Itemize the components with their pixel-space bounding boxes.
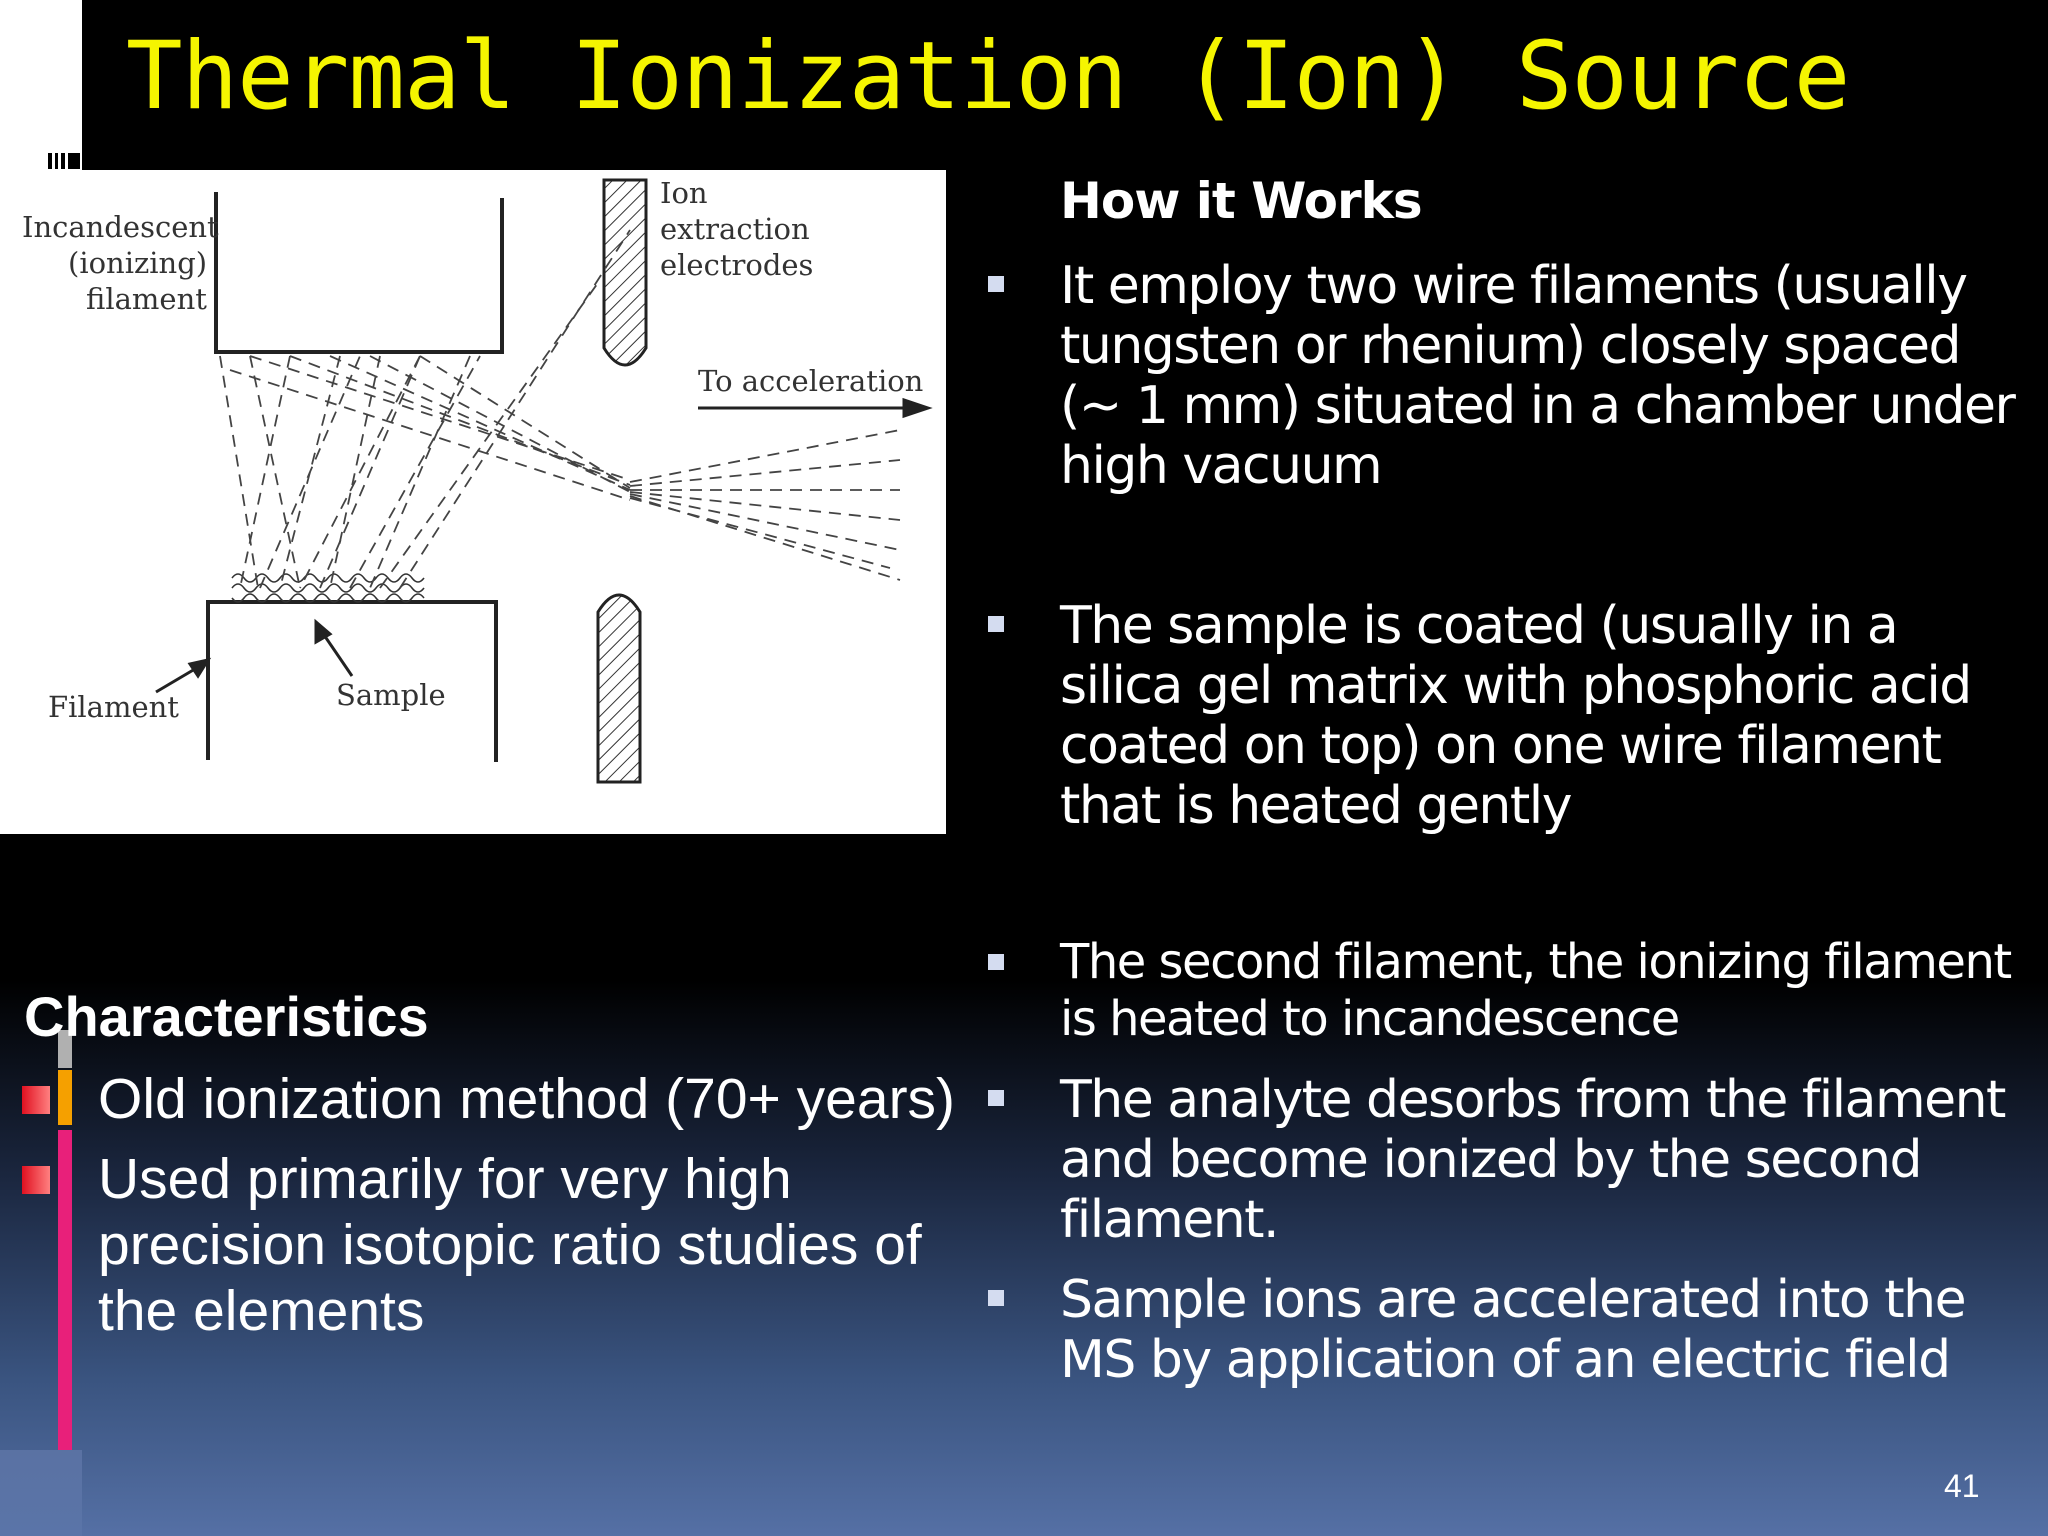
list-item: The second filament, the ionizing filame… [988,934,2020,1048]
lower-electrode [596,593,642,784]
incandescent-label-3: filament [86,282,207,316]
list-item-text: It employ two wire filaments (usually tu… [1060,256,2016,496]
accent-bar-pink [58,1130,72,1510]
filament-label: Filament [48,690,179,724]
list-item: The sample is coated (usually in a silic… [988,596,2020,836]
ionizing-filament-shape [214,192,504,354]
bullet-icon [988,276,1004,292]
barcode-mark [48,153,80,169]
incandescent-label-1: Incandescent [22,210,219,244]
left-margin-strip-bottom [0,1450,82,1536]
bullet-icon [988,1090,1004,1106]
filament-pointer-arrow [155,657,212,694]
accent-bar-grey [58,1030,72,1068]
ion-label-2: extraction [660,212,810,246]
list-item-text: Used primarily for very high precision i… [98,1147,922,1343]
sample-label: Sample [336,678,446,712]
bullet-icon [22,1086,50,1114]
bullet-icon [988,1290,1004,1306]
acceleration-label: To acceleration [698,364,924,398]
slide-title: Thermal Ionization (Ion) Source [126,22,1850,131]
ion-label-1: Ion [660,176,708,210]
how-it-works-heading: How it Works [1060,172,1423,230]
page-number: 41 [1944,1468,1980,1504]
sample-coating [231,573,425,603]
list-item-text: Sample ions are accelerated into the MS … [1060,1270,1967,1390]
characteristics-list: Old ionization method (70+ years) Used p… [22,1066,958,1358]
list-item-text: Old ionization method (70+ years) [98,1067,956,1131]
left-margin-strip [0,0,82,170]
incandescent-label-2: (ionizing) [68,246,208,280]
characteristics-heading: Characteristics [24,985,429,1048]
bullet-icon [22,1166,50,1194]
sample-filament-shape [206,600,498,762]
ion-trajectories [219,229,901,589]
ion-label-3: electrodes [660,248,814,282]
accent-bar-orange [58,1070,72,1125]
bullet-icon [988,954,1004,970]
acceleration-arrow [698,397,933,419]
list-item-text: The sample is coated (usually in a silic… [1060,596,1972,836]
thermal-ionization-diagram: Incandescent (ionizing) filament Ion ext… [0,170,946,834]
list-item: The analyte desorbs from the filament an… [988,1070,2020,1250]
list-item-text: The second filament, the ionizing filame… [1060,934,2012,1047]
list-item: Old ionization method (70+ years) [22,1066,958,1132]
diagram-drawing [155,178,933,784]
list-item: It employ two wire filaments (usually tu… [988,256,2020,496]
bullet-icon [988,616,1004,632]
list-item: Used primarily for very high precision i… [22,1146,958,1344]
list-item-text: The analyte desorbs from the filament an… [1060,1070,2006,1250]
upper-electrode [602,178,648,367]
sample-pointer-arrow [314,618,354,677]
list-item: Sample ions are accelerated into the MS … [988,1270,2020,1390]
